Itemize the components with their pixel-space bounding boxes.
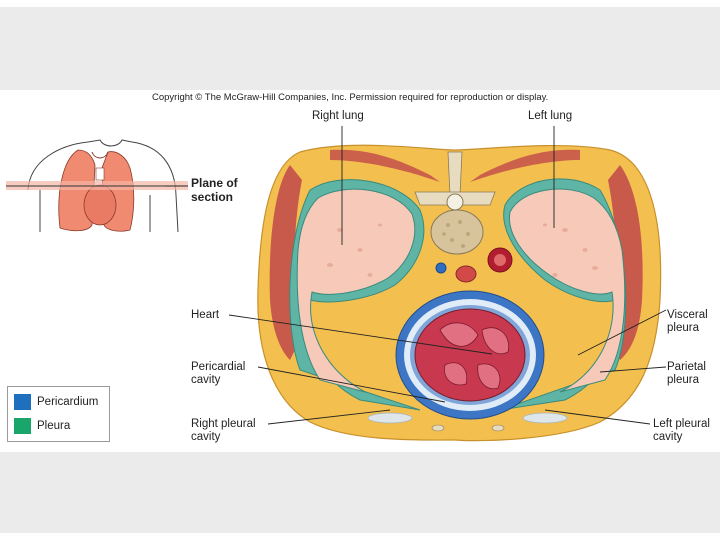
copyright-notice: Copyright © The McGraw-Hill Companies, I… [152, 92, 549, 103]
leader-heart [228, 314, 493, 355]
legend-item-pleura: Pleura [14, 418, 70, 434]
pleura-swatch [14, 418, 31, 434]
left-lung [508, 188, 626, 393]
left-pleural-cavity [522, 412, 568, 424]
label-pericardial-1: Pericardial [191, 361, 246, 373]
label-parietal-2: pleura [667, 374, 699, 386]
label-pericardial-2: cavity [191, 374, 221, 386]
leader-parietal [599, 366, 667, 373]
label-visceral-2: pleura [667, 322, 699, 334]
esophagus [455, 265, 477, 283]
label-left-pleural-1: Left pleural [653, 418, 710, 430]
right-pleural-cavity [367, 412, 413, 424]
legend-label-pericardium: Pericardium [37, 396, 99, 408]
leader-pericardial [257, 366, 446, 403]
bottom-band [0, 452, 720, 533]
label-left-lung: Left lung [528, 110, 573, 122]
leader-left-pleural [544, 409, 651, 425]
label-right-pleural-1: Right pleural [191, 418, 256, 430]
cross-section [257, 144, 662, 442]
label-plane-of-section-1: Plane of [191, 176, 238, 190]
leader-lines [165, 126, 667, 425]
label-right-lung: Right lung [312, 110, 364, 122]
vertebra-spinous-process [447, 151, 463, 196]
legend: Pericardium Pleura [7, 386, 110, 442]
leader-right-pleural [267, 409, 391, 425]
vena-cava [435, 262, 447, 274]
vertebral-body [430, 209, 484, 255]
label-left-pleural-2: cavity [653, 431, 683, 443]
label-heart: Heart [191, 309, 220, 321]
right-lung [296, 188, 416, 393]
top-band [0, 7, 720, 90]
legend-item-pericardium: Pericardium [14, 394, 98, 410]
torso-inset-illustration [6, 139, 188, 233]
leader-visceral [577, 309, 667, 356]
label-plane-of-section-2: section [191, 190, 234, 204]
label-parietal-1: Parietal [667, 361, 706, 373]
label-visceral-1: Visceral [667, 309, 708, 321]
spinal-cord [446, 193, 464, 211]
pericardium-swatch [14, 394, 31, 410]
label-right-pleural-2: cavity [191, 431, 221, 443]
torso-outline [27, 139, 179, 233]
heart [414, 308, 526, 402]
legend-label-pleura: Pleura [37, 420, 71, 432]
inset-heart [83, 184, 117, 226]
